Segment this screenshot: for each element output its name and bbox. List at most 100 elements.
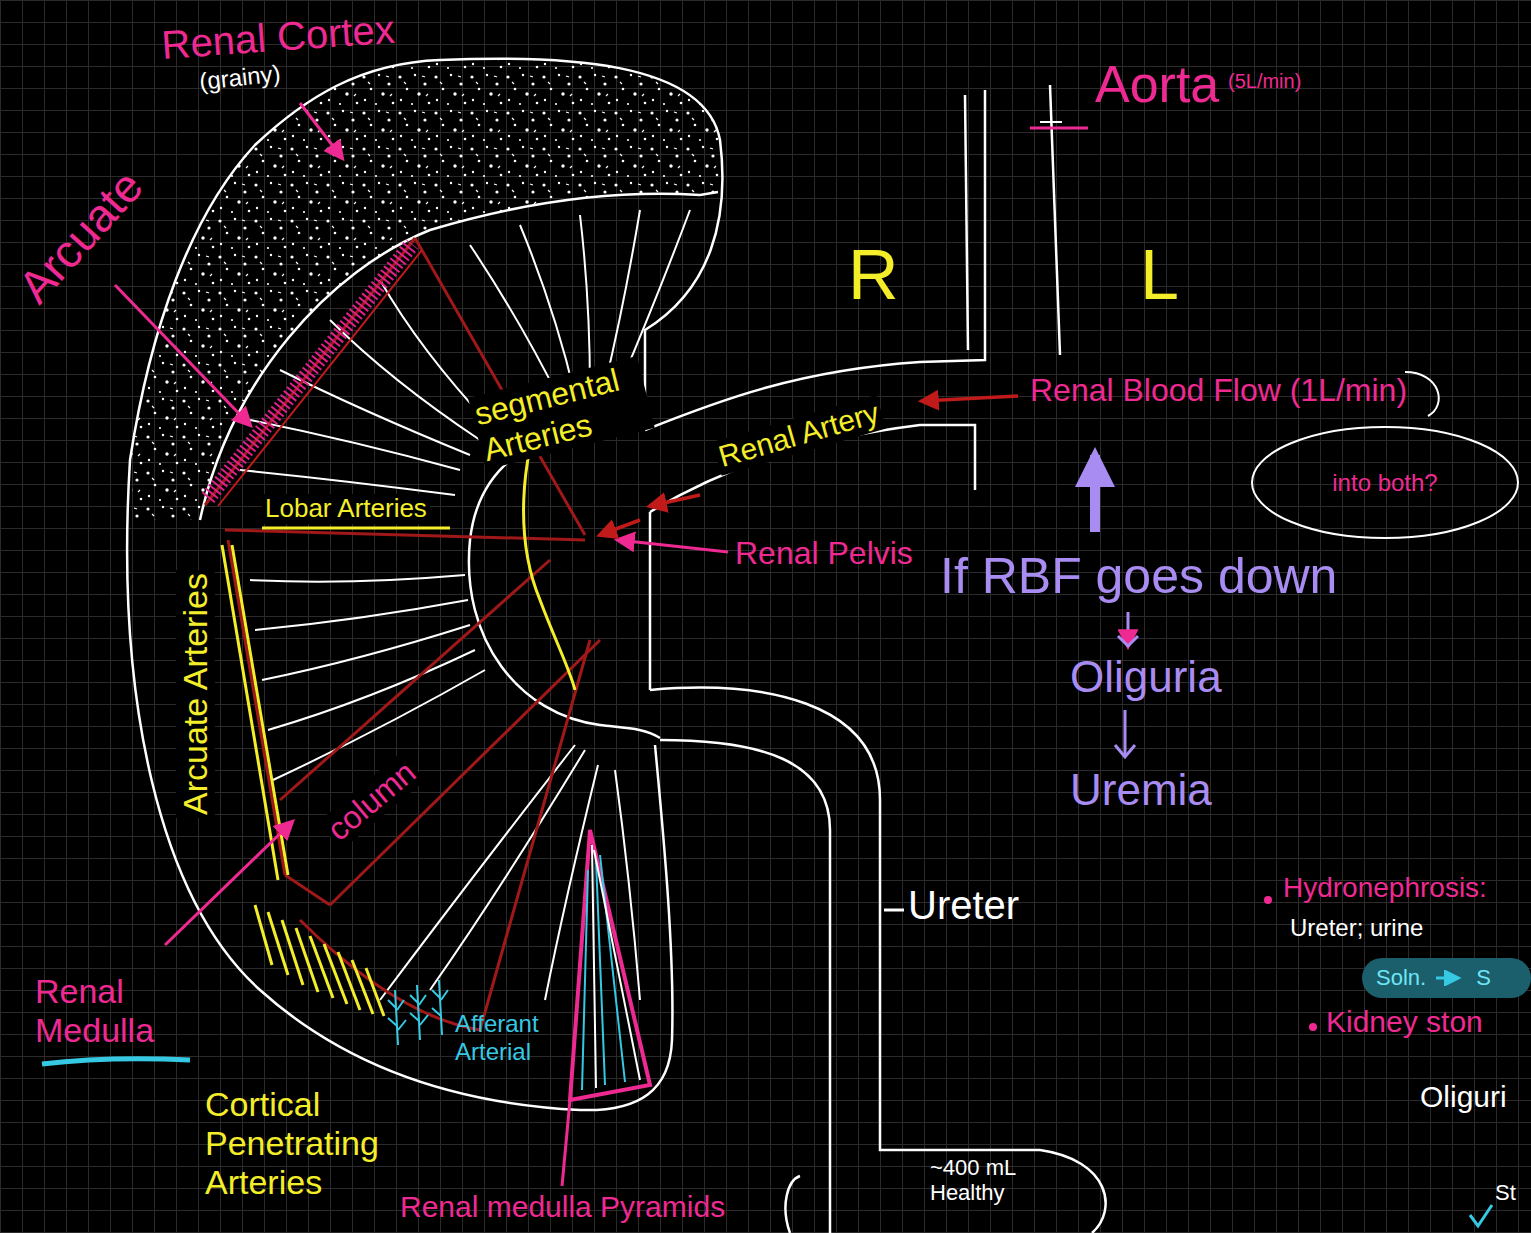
cascade-arrows xyxy=(1090,455,1100,532)
aorta-tick xyxy=(1030,127,1088,130)
solution-text: S xyxy=(1476,965,1491,990)
pyramid-fill-lines xyxy=(582,845,640,1090)
condition-heading: Kidney ston xyxy=(1326,1005,1483,1040)
cascade-small-arrows xyxy=(1127,612,1130,646)
check-mark xyxy=(1470,1205,1492,1226)
pyramid-lines xyxy=(273,670,485,780)
kidney-outline xyxy=(469,424,660,738)
afferent-tree xyxy=(388,980,448,1045)
region-label: Ureter xyxy=(908,882,1019,928)
pyramid-lines xyxy=(545,765,598,1000)
note-label: Ureter; urine xyxy=(1290,914,1423,942)
aorta-and-renal-artery xyxy=(645,90,985,430)
vessel-label: Lobar Arteries xyxy=(262,494,430,524)
cascade-step: Uremia xyxy=(1070,765,1212,816)
aorta-and-renal-artery xyxy=(1040,121,1062,123)
pyramid-fill-lines xyxy=(582,870,588,1090)
pyramid-lines xyxy=(240,470,455,495)
artery-paths xyxy=(300,640,590,1030)
oval-outline xyxy=(1252,427,1518,538)
ureter-outline xyxy=(650,688,1040,1150)
pyramid-lines xyxy=(255,600,468,630)
vessel-label: Aorta xyxy=(1095,55,1219,115)
vessel-label: Afferant Arterial xyxy=(455,1010,565,1065)
artery-paths xyxy=(285,875,330,905)
note-label: St xyxy=(1495,1180,1516,1205)
arrow-symbol xyxy=(1436,977,1458,980)
cortex-stipple xyxy=(130,59,720,520)
yellow-vessels xyxy=(352,960,373,1014)
solution-pill: Soln. S xyxy=(1362,958,1531,998)
yellow-vessels xyxy=(222,545,278,880)
kidney-outline xyxy=(649,512,652,690)
vessel-label: Arcuate xyxy=(8,160,153,313)
cascade-small-arrows xyxy=(1124,710,1127,757)
pyramid-lines xyxy=(580,215,590,390)
pyramid-fill-lines xyxy=(600,855,625,1082)
vessel-label: Cortical Penetrating Arteries xyxy=(205,1085,420,1202)
flow-circle-arc xyxy=(1405,372,1439,416)
pyramid-outline xyxy=(570,830,650,1100)
medulla-underline xyxy=(42,1059,190,1064)
region-label: Renal Pelvis xyxy=(735,535,913,572)
pyramid-fill-lines xyxy=(594,850,640,1080)
pointer-arrows xyxy=(300,103,342,158)
bullet-dot xyxy=(1309,1023,1317,1031)
kidney-outline xyxy=(200,192,718,520)
side-label: L xyxy=(1140,235,1179,316)
bullet-dot xyxy=(1264,896,1272,904)
kidney-outline xyxy=(127,59,722,1110)
afferent-tree xyxy=(410,985,428,1040)
vessel-label: Arcuate Arteries xyxy=(176,570,215,818)
flow-value: (5L/min) xyxy=(1228,70,1301,93)
pyramid-lines xyxy=(240,210,690,1000)
ureter-outline xyxy=(660,740,830,1233)
yellow-vessels xyxy=(338,952,360,1010)
ureter-dash xyxy=(884,909,904,912)
artery-paths xyxy=(225,530,585,540)
pointer-arrows xyxy=(618,540,728,552)
pyramid-lines xyxy=(470,245,560,400)
yellow-vessels xyxy=(282,920,303,985)
ureter-outline xyxy=(785,1176,800,1233)
yellow-vessels xyxy=(310,936,333,998)
note-label: Oliguri xyxy=(1420,1080,1507,1115)
ureter-outline xyxy=(650,688,1106,1233)
kidney-outline xyxy=(127,59,722,1110)
pyramid-fill-lines xyxy=(592,845,596,1088)
solution-text: Soln. xyxy=(1376,965,1426,990)
pyramid-lines xyxy=(262,625,470,680)
arcuate-hatching xyxy=(208,244,412,498)
afferent-tree xyxy=(388,990,406,1045)
artery-paths xyxy=(330,640,600,905)
pointer-arrows xyxy=(115,103,728,945)
region-label: Renal medulla Pyramids xyxy=(400,1190,725,1225)
artery-paths xyxy=(228,540,285,875)
flow-arrows xyxy=(600,520,640,535)
ureter-outline xyxy=(1040,1150,1106,1233)
aorta-and-renal-artery xyxy=(1050,85,1060,355)
flow-arrows xyxy=(922,396,1018,401)
side-label: R xyxy=(848,235,899,316)
artery-paths xyxy=(280,560,550,800)
cascade-step: If RBF goes down xyxy=(940,548,1337,606)
arcuate-edge xyxy=(218,250,422,506)
yellow-vessels xyxy=(222,400,575,1016)
cascade-step: Oliguria xyxy=(1070,652,1222,703)
yellow-vessels xyxy=(296,928,318,992)
region-label: Renal Cortex xyxy=(160,6,396,68)
vessel-label: Renal Artery xyxy=(712,395,886,475)
yellow-vessels xyxy=(232,545,288,875)
artery-paths xyxy=(205,238,415,505)
arrow-symbol xyxy=(1434,970,1468,986)
flow-arrows xyxy=(650,495,700,506)
pyramid-lines xyxy=(250,575,465,582)
cascade-small-arrows xyxy=(1118,636,1138,646)
cascade-arrows xyxy=(1090,455,1100,532)
afferent-tree xyxy=(432,980,448,1035)
pyramid-lines xyxy=(615,770,640,1000)
aorta-and-renal-artery xyxy=(645,85,1062,512)
callout-oval: into both? xyxy=(1250,425,1520,540)
